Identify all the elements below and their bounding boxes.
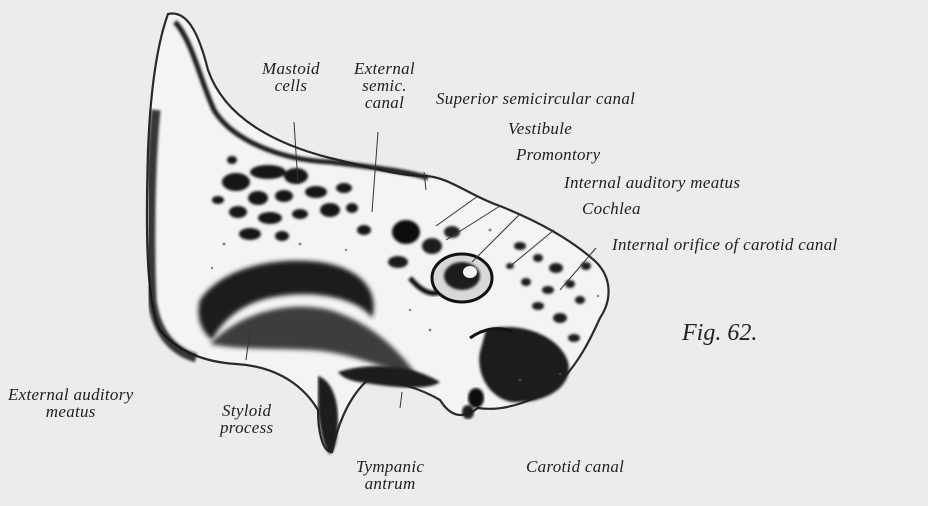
label-vestibule: Vestibule [508, 120, 572, 137]
cochlea-spiral [432, 254, 492, 302]
label-external-semic-canal-line3: canal [354, 94, 415, 111]
label-tympanic-antrum: Tympanic antrum [356, 458, 424, 492]
figure-caption: Fig. 62. [682, 320, 757, 347]
label-styloid-process: Styloid process [220, 402, 273, 436]
label-carotid-canal: Carotid canal [526, 458, 624, 475]
label-tympanic-antrum-line2: antrum [356, 475, 424, 492]
label-mastoid-cells: Mastoid cells [262, 60, 320, 94]
label-external-auditory-meatus-line1: External auditory [8, 386, 134, 403]
label-internal-auditory-meatus: Internal auditory meatus [564, 174, 740, 191]
label-internal-orifice-carotid-canal: Internal orifice of carotid canal [612, 236, 838, 253]
label-external-auditory-meatus-line2: meatus [8, 403, 134, 420]
label-external-semic-canal-line1: External [354, 60, 415, 77]
label-external-semic-canal-line2: semic. [354, 77, 415, 94]
label-external-auditory-meatus: External auditory meatus [8, 386, 134, 420]
label-tympanic-antrum-line1: Tympanic [356, 458, 424, 475]
label-superior-semicircular-canal: Superior semicircular canal [436, 90, 635, 107]
label-mastoid-cells-line1: Mastoid [262, 60, 320, 77]
label-promontory: Promontory [516, 146, 601, 163]
label-styloid-process-line2: process [220, 419, 273, 436]
label-mastoid-cells-line2: cells [262, 77, 320, 94]
label-cochlea: Cochlea [582, 200, 641, 217]
label-styloid-process-line1: Styloid [220, 402, 273, 419]
label-external-semic-canal: External semic. canal [354, 60, 415, 111]
